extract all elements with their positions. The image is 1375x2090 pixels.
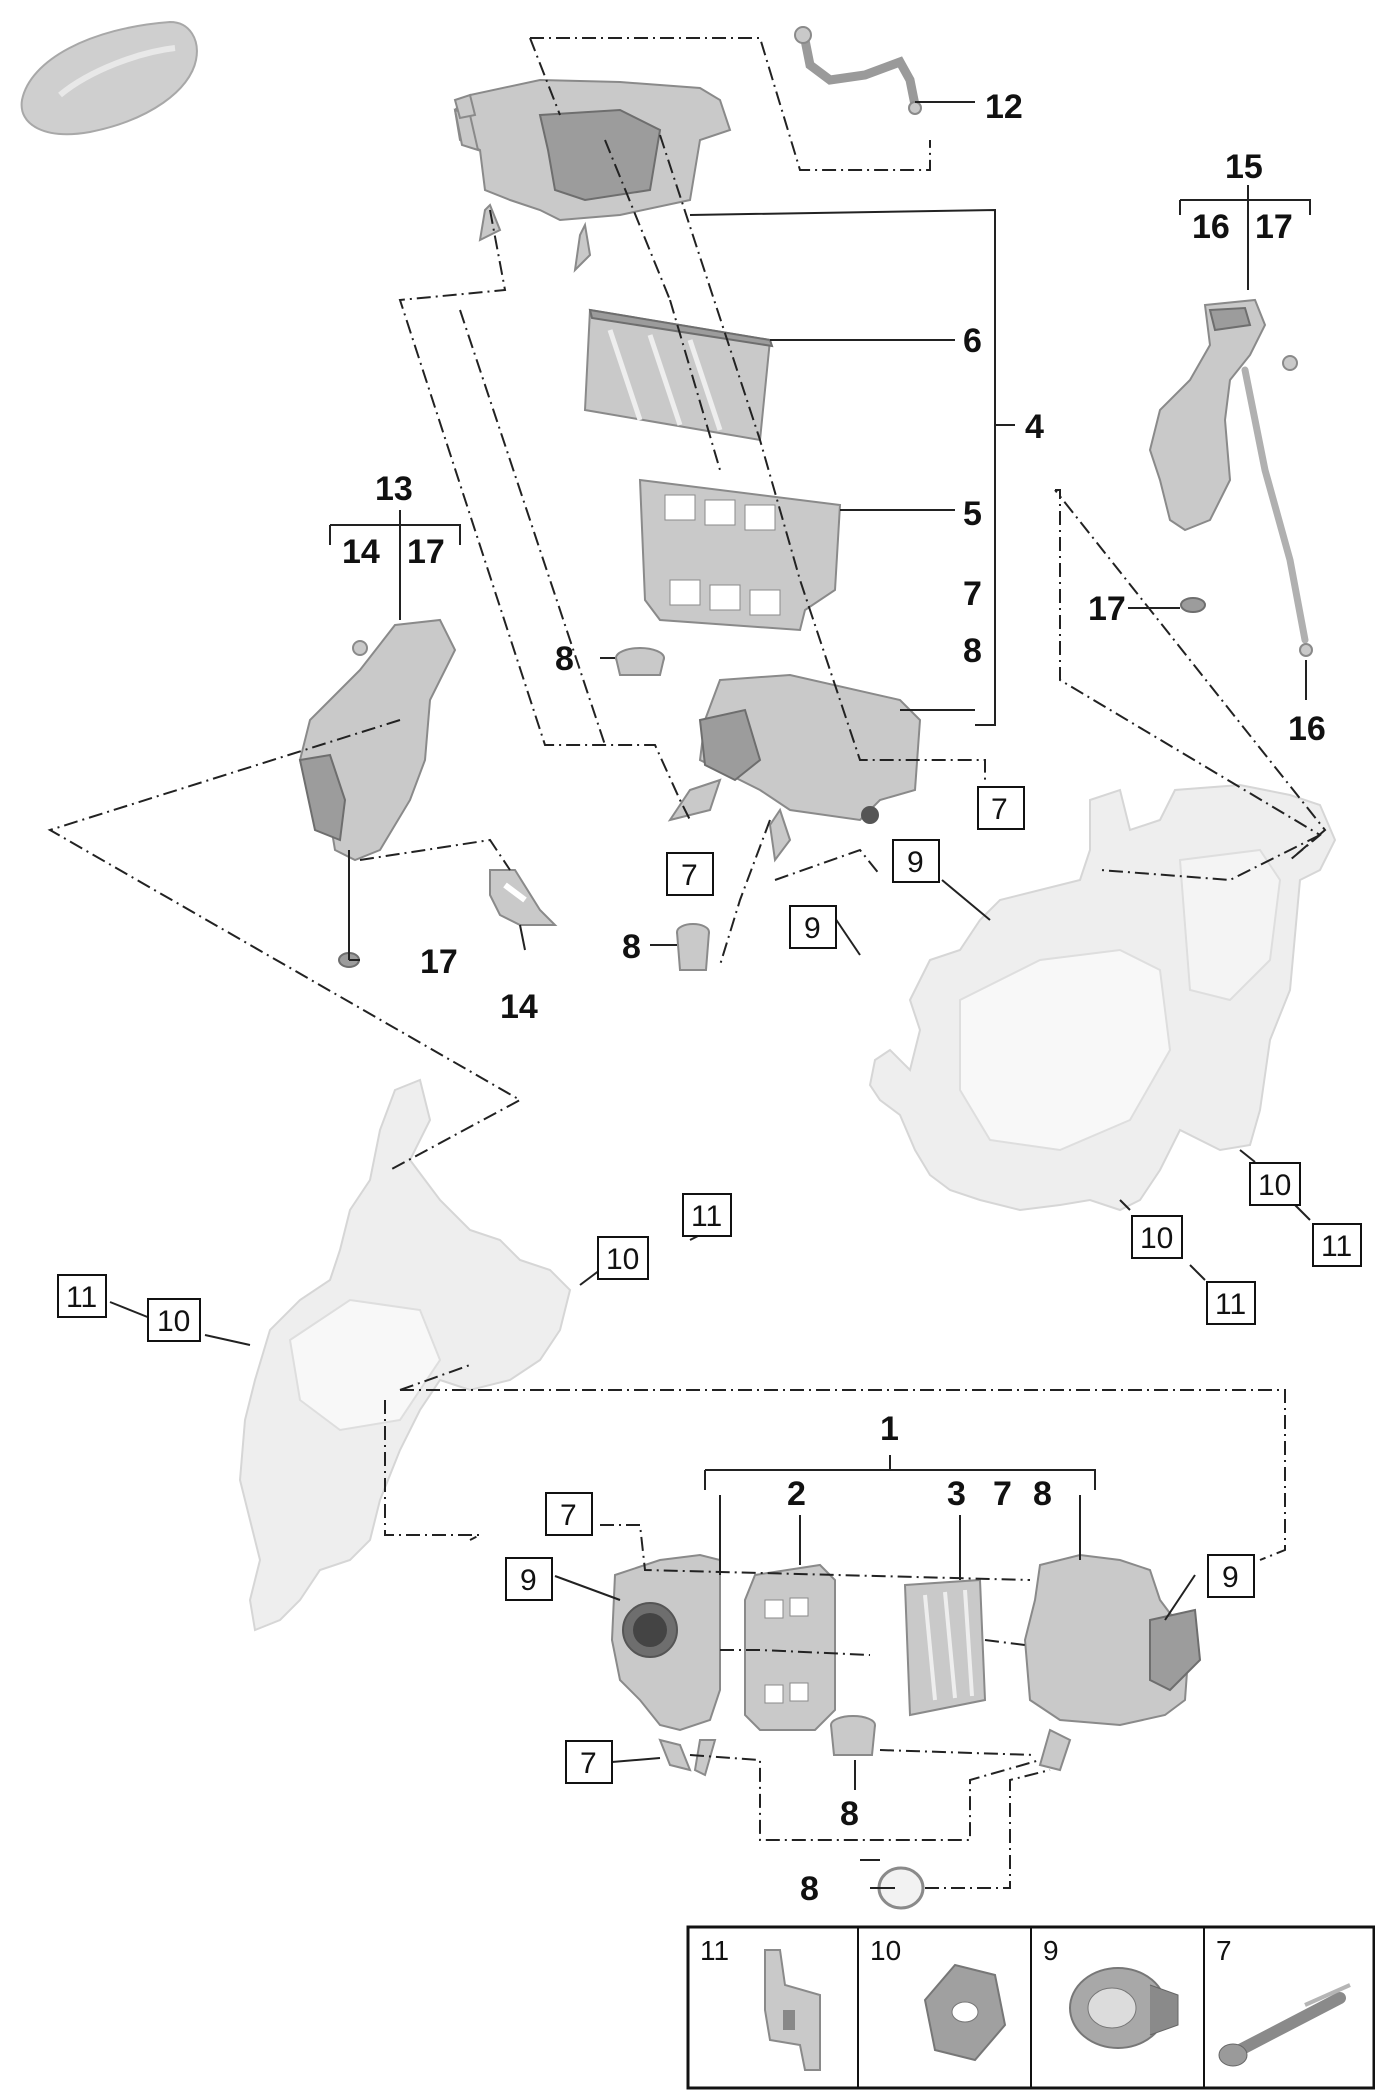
svg-text:9: 9 [520,1564,537,1597]
svg-text:10: 10 [606,1243,639,1276]
filter-frame-upper [638,478,842,632]
label-5: 5 [963,495,982,533]
air-box-upper-housing [453,78,732,273]
vent-hose-12 [794,26,922,115]
body-frame-right [868,783,1337,1212]
label-8e: 8 [840,1795,859,1833]
label-1: 1 [880,1410,899,1448]
svg-text:10: 10 [157,1305,190,1338]
label-8a: 8 [963,632,982,670]
label-7a: 7 [963,575,982,613]
svg-text:9: 9 [804,912,821,945]
sleeve-ring-upper [615,647,665,676]
dashed-leaders [47,37,1327,1889]
svg-text:9: 9 [907,846,924,879]
box-7a: 7 [977,786,1025,830]
box-11b: 11 [1206,1281,1256,1325]
svg-text:11: 11 [691,1200,722,1233]
box-10d: 10 [147,1298,201,1342]
filter-frame-lower-2 [744,1563,836,1731]
body-frame-left [238,1078,572,1632]
label-8b: 8 [555,640,574,678]
label-17b: 17 [420,943,458,981]
label-6: 6 [963,322,982,360]
svg-text:7: 7 [560,1499,577,1532]
box-11d: 11 [57,1274,107,1318]
air-box-lower-housing-upper [667,673,922,863]
label-17c: 17 [1255,208,1293,246]
label-2: 2 [787,1475,806,1513]
svg-text:11: 11 [1215,1288,1246,1321]
box-9d: 9 [1207,1554,1255,1598]
box-9a: 9 [892,839,940,883]
label-16b: 16 [1288,710,1326,748]
label-12: 12 [985,88,1023,126]
inset-label-9: 9 [1043,1935,1059,1966]
inset-label-11: 11 [700,1935,729,1966]
label-7b: 7 [993,1475,1012,1513]
svg-text:7: 7 [681,859,698,892]
part-number-labels: 12 6 4 5 7 8 8 8 13 14 17 17 14 15 16 17… [342,88,1326,1908]
label-4: 4 [1025,408,1044,446]
vehicle-silhouette-icon [20,20,198,136]
box-11c: 11 [682,1193,732,1237]
seal-clip-14 [489,869,558,926]
box-10b: 10 [1131,1215,1183,1259]
label-8d: 8 [1033,1475,1052,1513]
air-duct-left-13 [298,618,457,862]
label-13: 13 [375,470,413,508]
clip-nut-icon [764,1949,821,2071]
label-15: 15 [1225,148,1263,186]
label-16a: 16 [1192,208,1230,246]
svg-text:11: 11 [1321,1230,1352,1263]
air-duct-right-15 [1148,298,1313,657]
box-9b: 9 [789,905,837,949]
washer-icon [923,1963,1007,2062]
box-7b: 7 [666,852,714,896]
inset-label-7: 7 [1216,1935,1232,1966]
box-9c: 9 [505,1557,553,1601]
intake-housing-lower [610,1553,721,1777]
air-box-lower-rear [1023,1553,1202,1772]
air-filter-element-lower-3 [903,1578,987,1717]
box-10a: 10 [1249,1162,1301,1206]
label-14a: 14 [342,533,380,571]
grommet-17-right [1180,597,1206,613]
svg-text:7: 7 [580,1747,597,1780]
sleeve-ring-lower-a [830,1715,876,1756]
bushing-icon [1069,1967,1179,2049]
box-7c: 7 [545,1492,593,1536]
boxed-reference-labels: 7 7 9 9 10 11 10 11 11 10 11 10 7 9 9 7 [57,786,1362,1784]
label-17d: 17 [1088,590,1126,628]
svg-text:10: 10 [1258,1169,1291,1202]
label-14b: 14 [500,988,538,1026]
inset-label-10: 10 [870,1935,901,1966]
sleeve-ring-middle [676,923,710,971]
label-3: 3 [947,1475,966,1513]
svg-text:11: 11 [66,1281,97,1314]
svg-text:9: 9 [1222,1561,1239,1594]
hardware-inset-table: 11 10 9 7 [686,1925,1375,2090]
label-8f: 8 [800,1870,819,1908]
box-11a: 11 [1312,1223,1362,1267]
box-10c: 10 [597,1236,649,1280]
bolt-icon [1218,1983,1351,2067]
label-8c: 8 [622,928,641,966]
box-7d: 7 [565,1740,613,1784]
svg-text:7: 7 [991,793,1008,826]
label-17a: 17 [407,533,445,571]
svg-text:10: 10 [1140,1222,1173,1255]
